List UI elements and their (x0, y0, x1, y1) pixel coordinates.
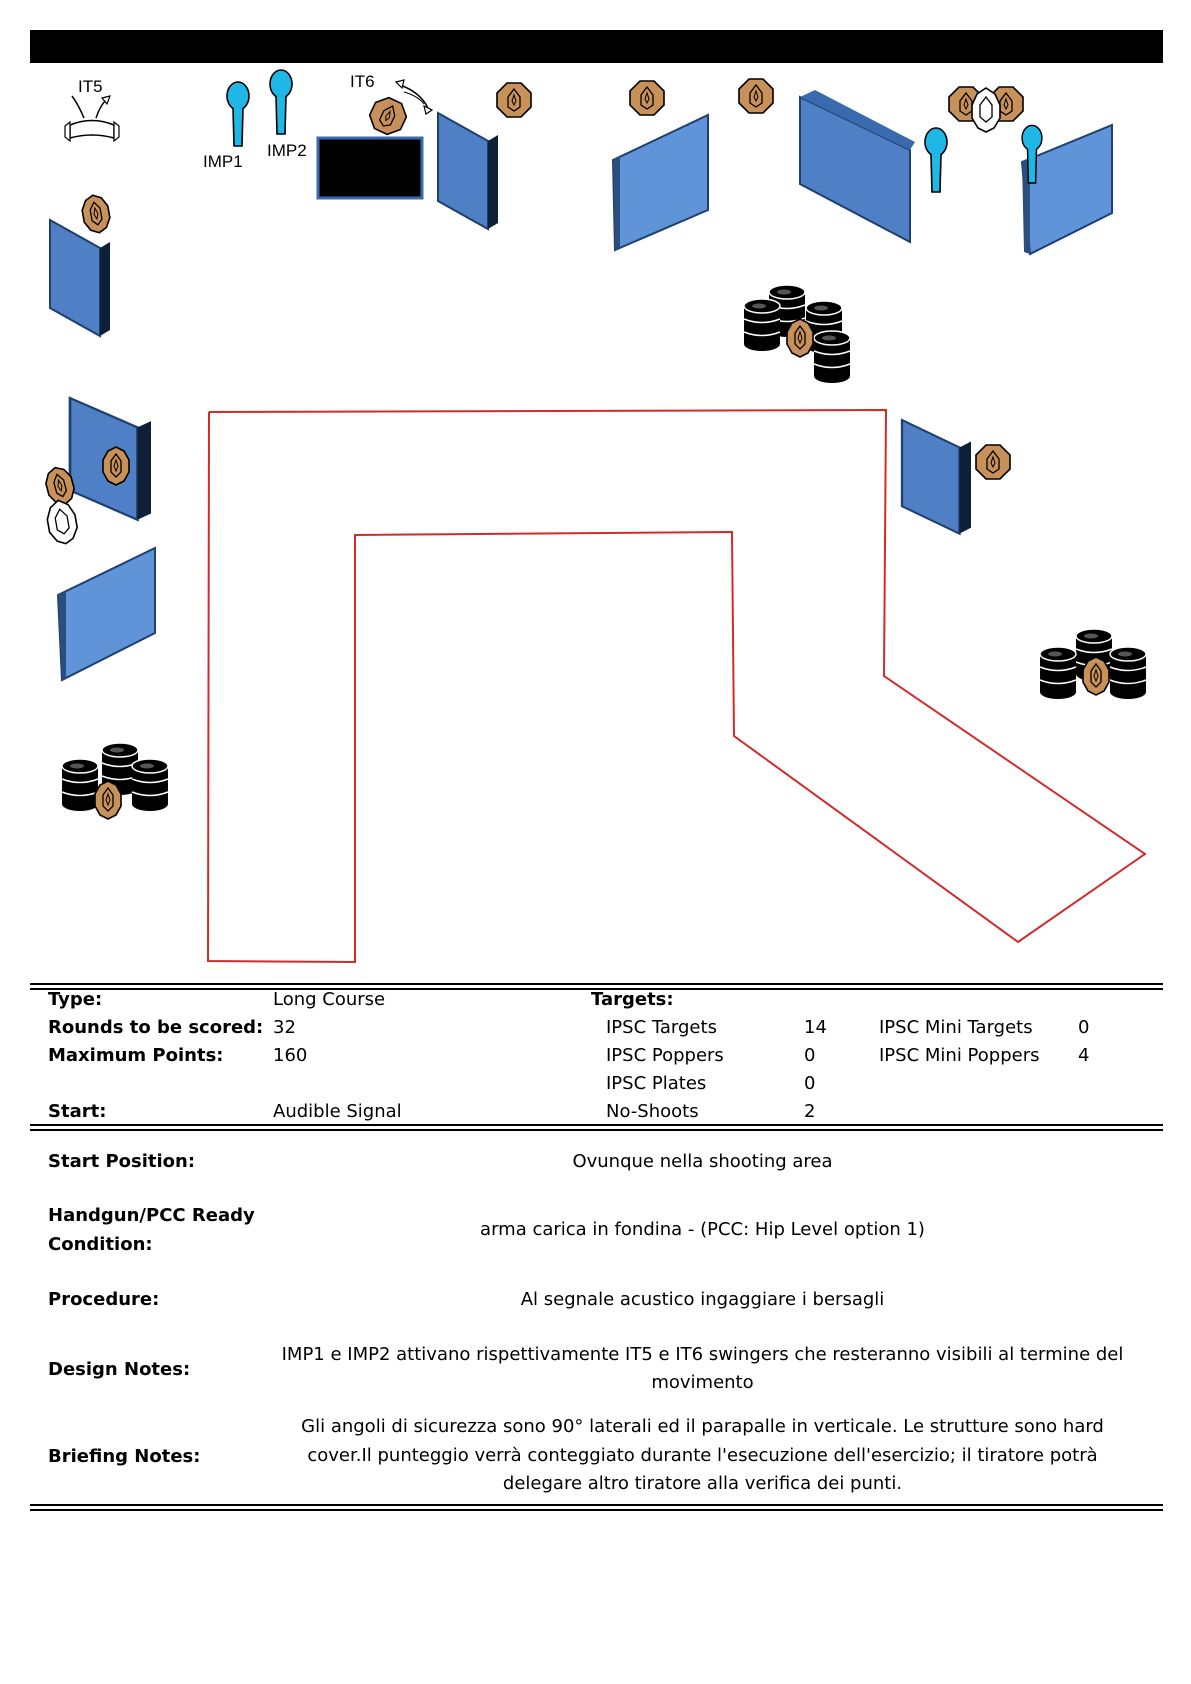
ipsc-target (975, 444, 1011, 480)
divider (30, 1504, 1163, 1506)
ipsc-targets-value: 14 (804, 1017, 827, 1038)
ipsc-plates-value: 0 (804, 1073, 816, 1094)
ready-condition-label-2: Condition: (48, 1234, 153, 1255)
type-label: Type: (48, 989, 103, 1010)
imp2-label: IMP2 (267, 141, 307, 160)
mini-targets-label: IPSC Mini Targets (879, 1017, 1033, 1038)
divider (30, 1509, 1163, 1511)
wall (611, 113, 709, 252)
rounds-value: 32 (273, 1017, 296, 1038)
wall (437, 112, 499, 230)
ipsc-target (496, 82, 532, 118)
ipsc-poppers-value: 0 (804, 1045, 816, 1066)
mini-popper (226, 81, 250, 147)
targets-label: Targets: (591, 989, 674, 1010)
wall (49, 219, 111, 337)
type-value: Long Course (273, 989, 386, 1010)
ipsc-target (364, 92, 412, 140)
ready-condition-value: arma carica in fondina - (PCC: Hip Level… (480, 1219, 925, 1240)
ipsc-targets-label: IPSC Targets (606, 1017, 717, 1038)
swing-arrow-icon (394, 79, 434, 115)
divider (30, 983, 1163, 985)
ipsc-plates-label: IPSC Plates (606, 1073, 707, 1094)
max-points-label: Maximum Points: (48, 1045, 224, 1066)
ready-condition-label: Handgun/PCC Ready (48, 1205, 255, 1226)
ipsc-target (94, 780, 122, 820)
wall (900, 418, 973, 535)
ipsc-target (629, 80, 665, 116)
it6-swinger-box (316, 136, 424, 200)
start-value: Audible Signal (273, 1101, 402, 1122)
ipsc-poppers-label: IPSC Poppers (606, 1045, 724, 1066)
mini-targets-value: 0 (1078, 1017, 1090, 1038)
divider (30, 1129, 1163, 1131)
start-position-value: Ovunque nella shooting area (572, 1151, 833, 1172)
rounds-label: Rounds to be scored: (48, 1017, 264, 1038)
no-shoot-target (43, 497, 81, 547)
procedure-label: Procedure: (48, 1289, 160, 1310)
no-shoots-label: No-Shoots (606, 1101, 699, 1122)
mini-popper (924, 127, 948, 193)
stage-diagram: IT5 IT6 IMP1 IMP2 (41, 69, 1147, 964)
design-notes-line: movimento (651, 1372, 754, 1393)
ipsc-target (1082, 656, 1110, 696)
ipsc-target (79, 192, 113, 236)
it5-label: IT5 (78, 77, 103, 96)
mini-poppers-value: 4 (1078, 1045, 1090, 1066)
it6-label: IT6 (350, 72, 375, 91)
ipsc-target (738, 78, 774, 114)
ipsc-target (786, 318, 814, 358)
briefing-notes-line: delegare altro tiratore alla verifica de… (502, 1473, 903, 1494)
no-shoot-target (971, 87, 1001, 133)
mini-popper (269, 69, 293, 135)
briefing-notes-line: cover.Il punteggio verrà conteggiato dur… (307, 1445, 1098, 1466)
start-label: Start: (48, 1101, 107, 1122)
no-shoots-value: 2 (804, 1101, 816, 1122)
shooting-area-fault-line (206, 408, 1147, 964)
start-position-label: Start Position: (48, 1151, 196, 1172)
max-points-value: 160 (273, 1045, 308, 1066)
divider (30, 988, 1163, 990)
briefing-notes-label: Briefing Notes: (48, 1446, 201, 1467)
wall (799, 90, 915, 244)
divider (30, 1124, 1163, 1126)
wall (56, 546, 156, 682)
procedure-value: Al segnale acustico ingaggiare i bersagl… (520, 1289, 885, 1310)
imp1-label: IMP1 (203, 152, 243, 171)
header-bar (30, 30, 1163, 63)
ipsc-target (102, 446, 130, 486)
it5-swinger-icon (64, 95, 120, 143)
design-notes-line: IMP1 e IMP2 attivano rispettivamente IT5… (281, 1344, 1124, 1365)
briefing-notes-line: Gli angoli di sicurezza sono 90° lateral… (301, 1416, 1104, 1437)
mini-poppers-label: IPSC Mini Poppers (879, 1045, 1040, 1066)
design-notes-label: Design Notes: (48, 1359, 191, 1380)
